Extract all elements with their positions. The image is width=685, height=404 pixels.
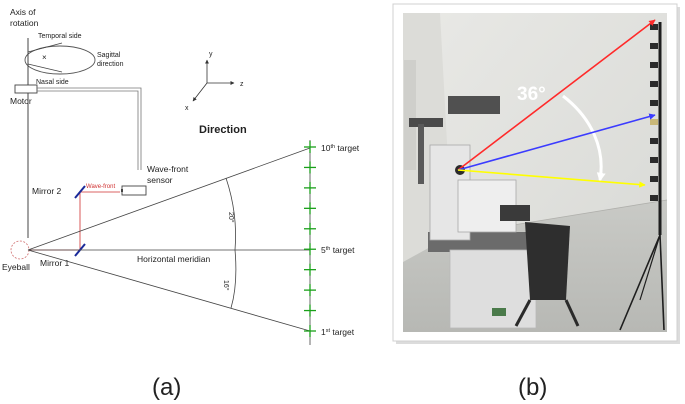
tripod-leg-left (619, 234, 661, 331)
target-cross (304, 284, 316, 297)
chin-rest (448, 96, 500, 114)
direction-axes: y z x (185, 51, 244, 112)
motor-label: Motor (10, 96, 32, 106)
chair-back (525, 222, 570, 300)
target-10-label: 10th target (321, 143, 360, 153)
stand-target (650, 119, 658, 125)
panel-b-label: (b) (518, 374, 547, 401)
stand-target (650, 157, 658, 163)
sensor-lens (121, 189, 123, 192)
angle-label: 36° (517, 84, 546, 105)
rotation-ellipse (24, 45, 96, 75)
temporal-side-label: Temporal side (38, 33, 82, 40)
nasal-side-label: Nasal side (36, 79, 69, 86)
panel-a-diagram: Axis of rotation × Temporal side Sagitta… (2, 7, 360, 401)
stand-target (650, 43, 658, 49)
tripod-leg-right (659, 234, 665, 331)
wavefront-sensor-label-line1: Wave-front (147, 164, 189, 174)
instrument-post (418, 124, 424, 184)
eyeball-circle (10, 240, 30, 260)
tripod-leg-back (639, 234, 661, 301)
sagittal-direction-label-line2: direction (97, 61, 124, 68)
target-cross (304, 222, 316, 235)
stand-target (650, 195, 658, 201)
target-cross (304, 243, 316, 256)
direction-label: Direction (199, 124, 247, 136)
target-cross (304, 202, 316, 215)
lower-angle-arc (230, 249, 237, 309)
instrument-arm (409, 118, 443, 127)
lower-fan-line (27, 249, 311, 332)
target-5-label: 5th target (321, 245, 355, 255)
chair-leg-1 (514, 299, 532, 327)
panel-a-label: (a) (152, 374, 181, 401)
targets-group (304, 141, 316, 337)
horizontal-meridian-label: Horizontal meridian (137, 254, 210, 264)
target-cross (304, 181, 316, 194)
stand-target (650, 24, 658, 30)
stand-target (650, 81, 658, 87)
y-axis-label: y (209, 51, 213, 58)
yellow-ray (457, 169, 646, 188)
sensor-arm-inner (37, 90, 139, 170)
z-axis-label: z (240, 81, 244, 88)
mirror-2 (74, 185, 86, 199)
target-1-label: 1st target (321, 327, 355, 337)
rotation-symbol: × (42, 53, 47, 62)
stand-targets-group (650, 24, 658, 201)
nasal-pointer (27, 63, 63, 73)
stand-target (650, 176, 658, 182)
target-cross (304, 325, 316, 337)
upper-angle-label: 20° (227, 212, 235, 223)
instrument-panel (500, 205, 530, 221)
table-badge (492, 308, 506, 316)
axis-of-rotation-label-line1: Axis of (10, 7, 36, 17)
angle-arc (562, 94, 606, 182)
temporal-pointer (27, 42, 63, 53)
eyeball-label: Eyeball (2, 262, 30, 272)
upper-angle-arc (225, 177, 236, 251)
target-cross (304, 304, 316, 317)
table-base (449, 249, 537, 329)
wavefront-label: Wave-front (86, 184, 115, 190)
chair-leg-2 (564, 299, 580, 327)
red-ray (457, 19, 656, 171)
stand-target (650, 62, 658, 68)
target-cross (304, 161, 316, 174)
sensor-arm-outer (37, 87, 142, 170)
upper-fan-line (27, 147, 311, 251)
axis-of-rotation-label-line2: rotation (10, 18, 39, 28)
wavefront-sensor-box (121, 185, 147, 196)
stand-target (650, 138, 658, 144)
wavefront-path (28, 191, 120, 251)
panel-b-photo: 36° (b) (392, 3, 680, 401)
mirror-2-label: Mirror 2 (32, 186, 62, 196)
lower-angle-label: 16° (222, 280, 230, 291)
target-cross (304, 263, 316, 276)
blue-ray (457, 113, 656, 171)
motor-box (14, 84, 38, 94)
mirror-1-label: Mirror 1 (40, 258, 70, 268)
target-cross (304, 141, 316, 153)
door-frame (404, 60, 416, 170)
sagittal-direction-label-line1: Sagittal (97, 52, 121, 59)
stand-target (650, 100, 658, 106)
x-axis-label: x (185, 105, 189, 112)
wavefront-sensor-label-line2: sensor (147, 175, 173, 185)
